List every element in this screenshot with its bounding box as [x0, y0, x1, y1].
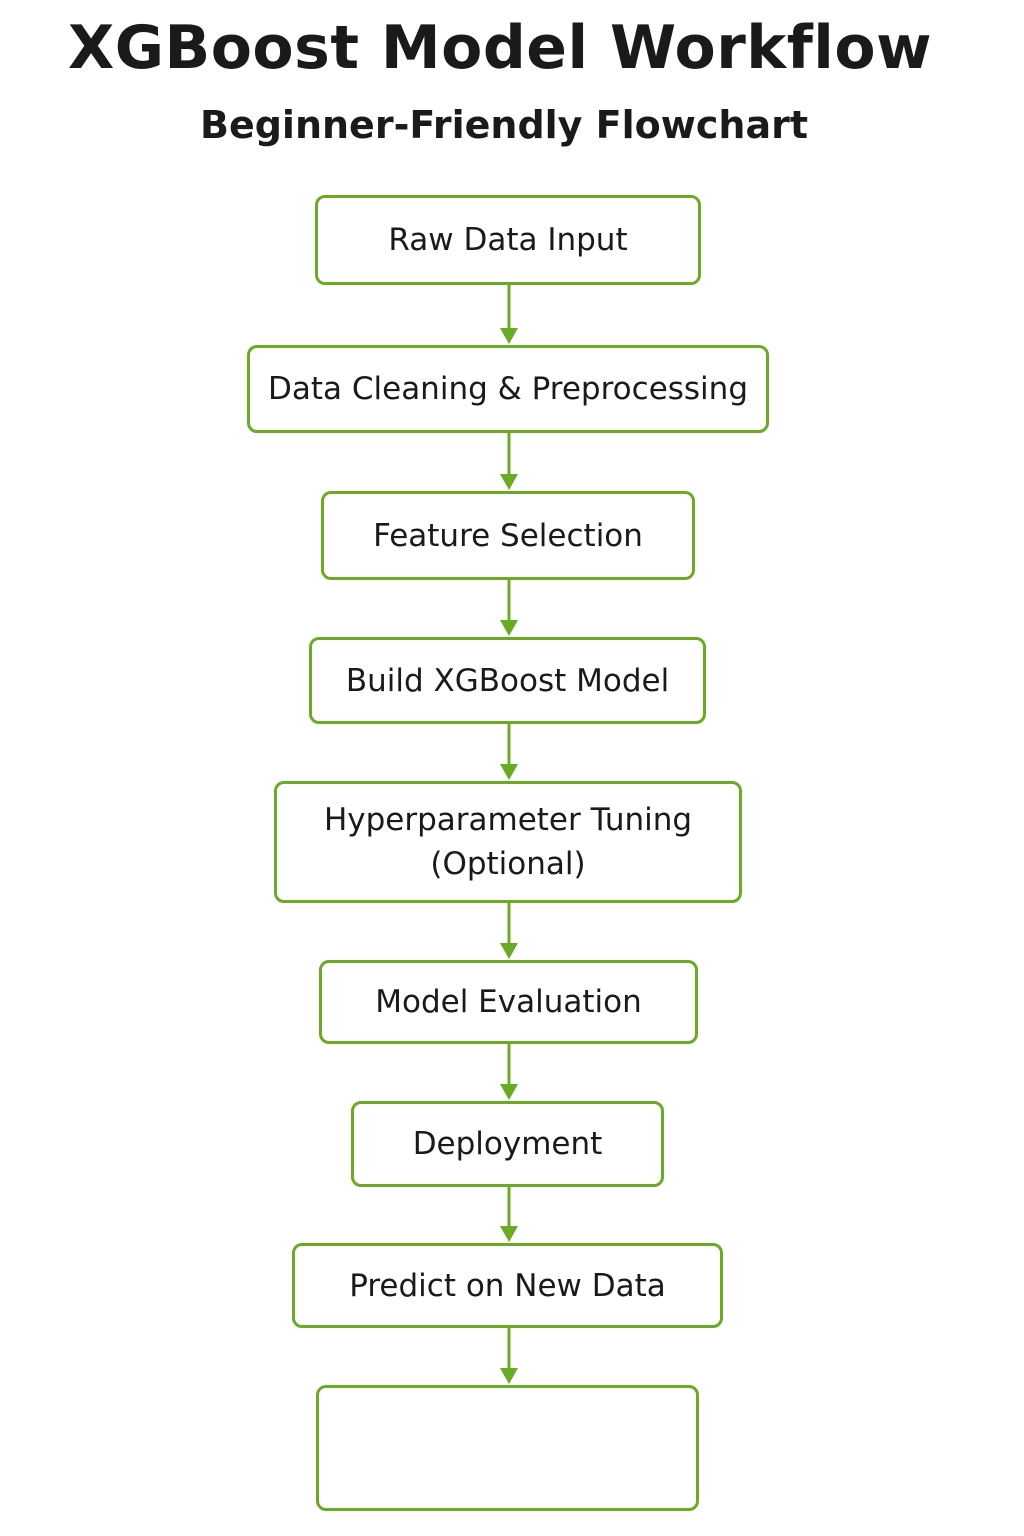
step-predict: Predict on New Data — [292, 1243, 723, 1328]
step-raw-data-input: Raw Data Input — [315, 195, 701, 285]
step-label: Feature Selection — [373, 517, 643, 554]
arrow-head-icon — [500, 620, 518, 636]
step-label: Predict on New Data — [349, 1267, 666, 1304]
step-final-step — [316, 1385, 699, 1511]
arrow-head-icon — [500, 1226, 518, 1242]
arrow-head-icon — [500, 1084, 518, 1100]
arrow-head-icon — [500, 1368, 518, 1384]
arrow-head-icon — [500, 474, 518, 490]
step-build-model: Build XGBoost Model — [309, 637, 706, 724]
step-label: Hyperparameter Tuning (Optional) — [323, 802, 693, 882]
diagram-title: XGBoost Model Workflow — [67, 13, 933, 83]
step-label: Data Cleaning & Preprocessing — [267, 371, 748, 407]
diagram-subtitle: Beginner-Friendly Flowchart — [199, 103, 809, 147]
arrow-head-icon — [500, 943, 518, 959]
arrow-head-icon — [500, 328, 518, 344]
step-label: Deployment — [412, 1126, 603, 1162]
step-data-cleaning: Data Cleaning & Preprocessing — [247, 345, 769, 433]
step-model-evaluation: Model Evaluation — [319, 960, 698, 1044]
step-label: Build XGBoost Model — [345, 662, 670, 699]
step-deployment: Deployment — [351, 1101, 664, 1187]
step-label: Model Evaluation — [375, 984, 642, 1020]
arrow-head-icon — [500, 764, 518, 780]
step-hyperparameter-tuning: Hyperparameter Tuning (Optional) — [274, 781, 742, 903]
step-label: Raw Data Input — [388, 222, 628, 258]
step-feature-selection: Feature Selection — [321, 491, 695, 580]
